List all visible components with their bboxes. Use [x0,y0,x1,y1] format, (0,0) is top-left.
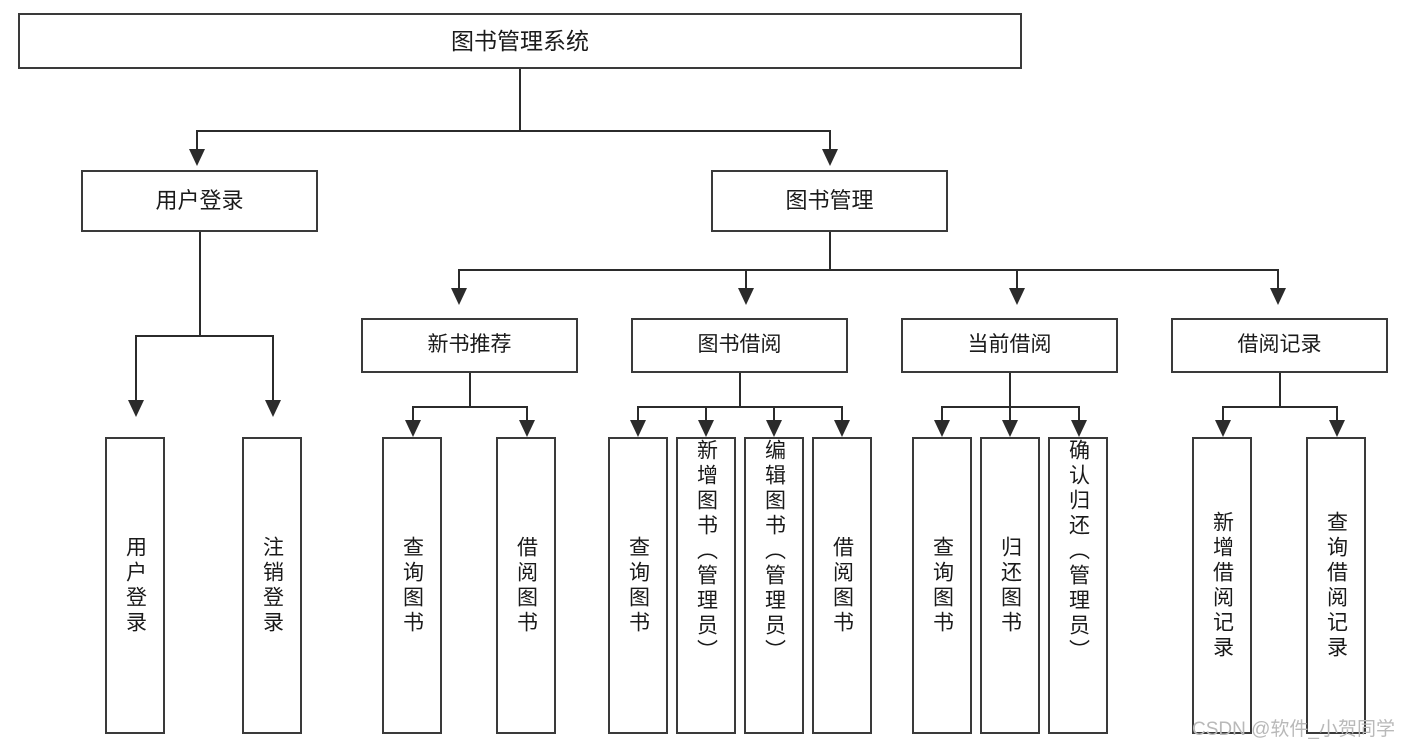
node-label: 查询图书 [930,535,954,636]
connector-book-management-bus [458,269,1277,271]
node-leaf-logout[interactable]: 注销登录 [242,437,302,734]
arrowhead-to-current-borrow [1009,288,1025,305]
node-leaf-query-book-3[interactable]: 查询图书 [912,437,972,734]
node-book-management[interactable]: 图书管理 [711,170,948,232]
connector-user-login-bus [135,335,273,337]
node-label: 新增图书（管理员） [694,439,718,664]
connector-bb-stem [739,373,741,408]
node-new-book-recommend[interactable]: 新书推荐 [361,318,578,373]
arrowhead-to-new-book-recommend [451,288,467,305]
connector-nbr-bus [412,406,527,408]
arrowhead-to-leaf-confirm-return [1071,420,1087,437]
arrowhead-to-book-management [822,149,838,166]
node-label: 查询图书 [626,535,650,636]
node-label: 借阅记录 [1237,333,1322,357]
node-borrow-record[interactable]: 借阅记录 [1171,318,1388,373]
arrowhead-to-leaf-return-book [1002,420,1018,437]
connector-nbr-drop-1 [412,406,414,422]
node-label: 新增借阅记录 [1210,510,1234,661]
connector-root-drop-1 [196,130,198,152]
node-label: 新书推荐 [427,333,512,357]
node-leaf-query-book-2[interactable]: 查询图书 [608,437,668,734]
node-leaf-edit-book[interactable]: 编辑图书（管理员） [744,437,804,734]
connector-br-bus [1222,406,1337,408]
arrowhead-to-leaf-borrow-book-1 [519,420,535,437]
node-leaf-borrow-book-2[interactable]: 借阅图书 [812,437,872,734]
connector-user-login-drop-2 [272,335,274,402]
connector-br-drop-2 [1336,406,1338,422]
connector-bm-drop-4 [1277,269,1279,291]
csdn-watermark: CSDN @软件_小贺同学 [1192,719,1395,740]
arrowhead-to-leaf-logout [265,400,281,417]
connector-bb-drop-2 [705,406,707,422]
node-label: 图书管理 [785,188,874,214]
connector-cb-drop-1 [941,406,943,422]
connector-cb-stem [1009,373,1011,408]
node-label: 查询借阅记录 [1324,510,1348,661]
arrowhead-to-user-login [189,149,205,166]
arrowhead-to-leaf-borrow-book-2 [834,420,850,437]
node-label: 注销登录 [260,535,284,636]
connector-book-management-stem [829,232,831,271]
node-label: 归还图书 [998,535,1022,636]
node-label: 借阅图书 [514,535,538,636]
node-book-borrow[interactable]: 图书借阅 [631,318,848,373]
connector-user-login-drop-1 [135,335,137,402]
node-label: 用户登录 [123,535,147,636]
connector-nbr-drop-2 [526,406,528,422]
connector-bb-bus [637,406,843,408]
arrowhead-to-leaf-query-record [1329,420,1345,437]
node-leaf-query-record[interactable]: 查询借阅记录 [1306,437,1366,734]
node-label: 确认归还（管理员） [1066,439,1090,664]
connector-bm-drop-2 [745,269,747,291]
connector-root-stem [519,69,521,131]
connector-cb-drop-3 [1078,406,1080,422]
node-current-borrow[interactable]: 当前借阅 [901,318,1118,373]
node-leaf-borrow-book-1[interactable]: 借阅图书 [496,437,556,734]
node-root-book-management-system[interactable]: 图书管理系统 [18,13,1022,69]
connector-bm-drop-3 [1016,269,1018,291]
node-leaf-user-login[interactable]: 用户登录 [105,437,165,734]
arrowhead-to-leaf-add-record [1215,420,1231,437]
connector-nbr-stem [469,373,471,408]
node-leaf-return-book[interactable]: 归还图书 [980,437,1040,734]
connector-bm-drop-1 [458,269,460,291]
connector-bb-drop-1 [637,406,639,422]
node-user-login[interactable]: 用户登录 [81,170,318,232]
node-label: 图书借阅 [697,333,782,357]
node-label: 借阅图书 [830,535,854,636]
connector-br-drop-1 [1222,406,1224,422]
connector-root-drop-2 [829,130,831,152]
arrowhead-to-leaf-user-login [128,400,144,417]
node-leaf-add-book[interactable]: 新增图书（管理员） [676,437,736,734]
arrowhead-to-leaf-query-book-3 [934,420,950,437]
arrowhead-to-leaf-query-book-2 [630,420,646,437]
node-label: 用户登录 [155,188,244,214]
arrowhead-to-book-borrow [738,288,754,305]
connector-bb-drop-4 [841,406,843,422]
arrowhead-to-leaf-edit-book [766,420,782,437]
connector-br-stem [1279,373,1281,408]
arrowhead-to-leaf-query-book-1 [405,420,421,437]
connector-cb-drop-2 [1009,406,1011,422]
connector-user-login-stem [199,232,201,336]
node-label: 编辑图书（管理员） [762,439,786,664]
node-leaf-confirm-return[interactable]: 确认归还（管理员） [1048,437,1108,734]
node-leaf-add-record[interactable]: 新增借阅记录 [1192,437,1252,734]
node-label: 图书管理系统 [451,27,589,54]
node-label: 当前借阅 [967,333,1052,357]
connector-bb-drop-3 [773,406,775,422]
arrowhead-to-leaf-add-book [698,420,714,437]
node-label: 查询图书 [400,535,424,636]
node-leaf-query-book-1[interactable]: 查询图书 [382,437,442,734]
connector-root-bus [196,130,830,132]
arrowhead-to-borrow-record [1270,288,1286,305]
